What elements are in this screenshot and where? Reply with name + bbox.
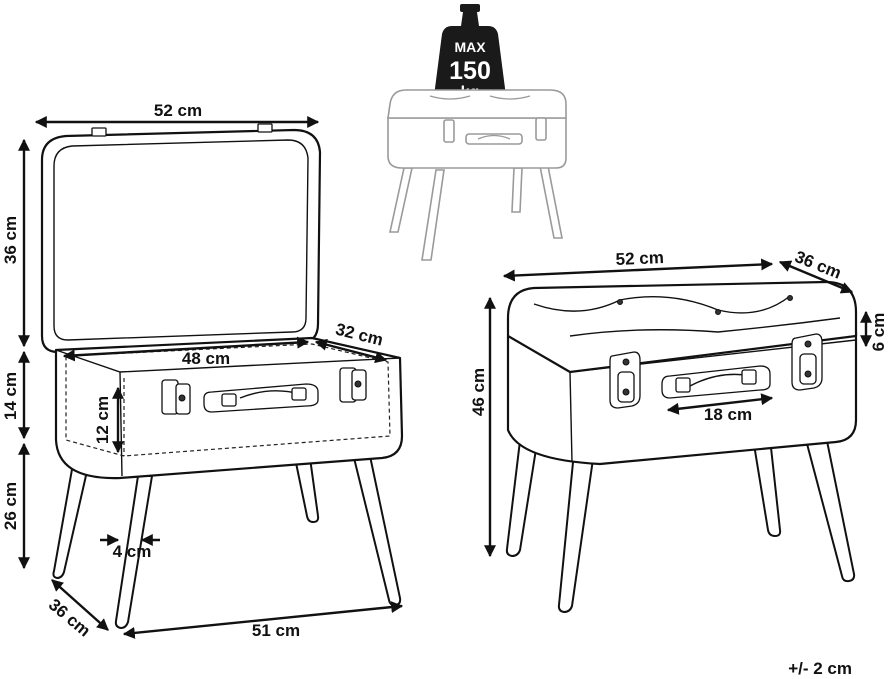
open-stool-illustration (40, 123, 404, 630)
closed-stool-illustration (505, 280, 858, 614)
closed-cushion-height-label: 6 cm (869, 313, 888, 352)
open-leg-height-label: 26 cm (1, 482, 20, 530)
weight-max-label: MAX (454, 39, 486, 55)
open-leg-width-label: 4 cm (113, 542, 152, 561)
closed-view-dimension-lines (484, 258, 872, 558)
open-body-height-label: 14 cm (1, 372, 20, 420)
open-inner-height-label: 12 cm (93, 396, 112, 444)
open-width-bottom-label: 51 cm (252, 621, 300, 640)
left-clasp (609, 351, 641, 409)
closed-handle-width-label: 18 cm (704, 405, 752, 424)
open-depth-bottom-label: 36 cm (45, 595, 94, 641)
open-lid-height-label: 36 cm (1, 216, 20, 264)
open-view-dimension-lines (18, 116, 404, 639)
closed-total-height-label: 46 cm (469, 368, 488, 416)
weight-value: 150 (449, 57, 491, 85)
faded-stool-illustration (387, 89, 567, 261)
closed-width-label: 52 cm (615, 248, 664, 269)
weight-capacity-icon: MAX 150 kg (433, 4, 507, 104)
tolerance-note: +/- 2 cm (788, 659, 852, 678)
open-width-top-label: 52 cm (154, 101, 202, 120)
open-inner-width-label: 48 cm (182, 349, 230, 368)
handle (661, 365, 771, 399)
right-clasp (791, 333, 823, 391)
